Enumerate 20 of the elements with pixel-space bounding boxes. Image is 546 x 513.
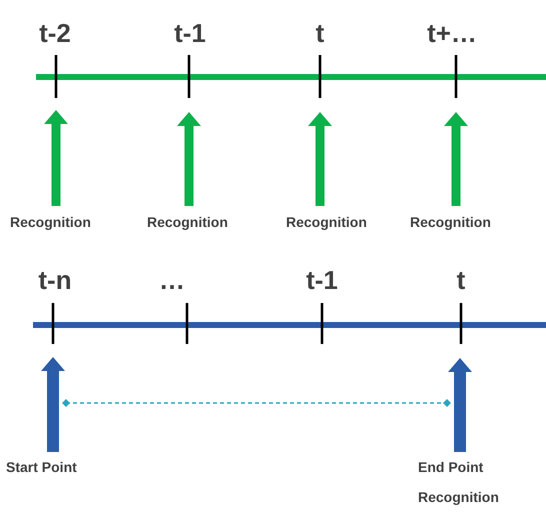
time-step-label: t-n [38, 265, 72, 295]
time-step-label: t+… [427, 18, 477, 48]
time-step-label: t-2 [39, 18, 71, 48]
arrow [448, 358, 472, 452]
arrow [308, 112, 332, 206]
step-label: Start Point [6, 452, 96, 482]
time-step-label: … [159, 265, 185, 295]
arrow [44, 110, 68, 206]
time-step-label: t [456, 265, 466, 295]
arrow [177, 112, 201, 206]
step-label: Recognition [147, 206, 242, 238]
time-step-label: t-1 [306, 265, 338, 295]
arrow [41, 357, 65, 452]
time-step-label: t-1 [174, 18, 206, 48]
step-label: Recognition [410, 206, 505, 238]
step-label: End Point Recognition [418, 452, 514, 512]
step-label: Recognition [10, 206, 105, 238]
time-step-label: t [316, 18, 324, 48]
step-label: Recognition [286, 206, 381, 238]
arrow [444, 112, 468, 206]
